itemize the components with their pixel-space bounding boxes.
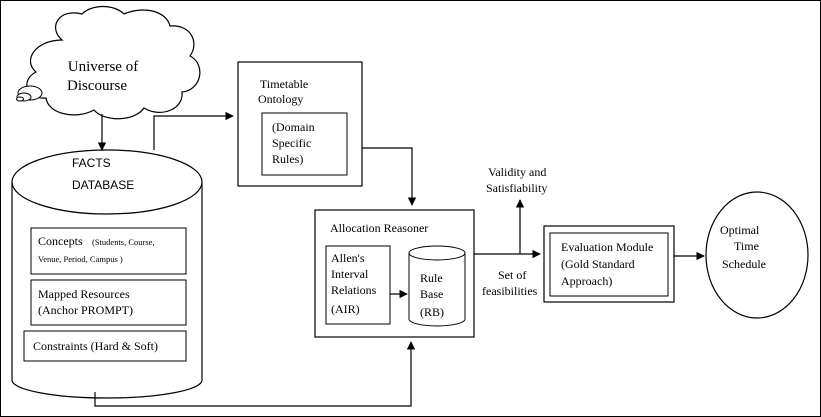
reasoner-title: Allocation Reasoner (330, 221, 428, 235)
optimal-line3: Schedule (722, 257, 766, 271)
timetable-ontology-box: Timetable Ontology (Domain Specific Rule… (237, 61, 363, 187)
rule-base-line2: Base (420, 287, 443, 301)
optimal-schedule-ellipse: Optimal Time Schedule (705, 191, 809, 319)
arrow-facts-to-reasoner-feedback (94, 341, 416, 407)
rule-base-line1: Rule (420, 271, 443, 285)
evaluation-module-box: Evaluation Module (Gold Standard Approac… (543, 225, 675, 303)
optimal-line2: Time (734, 239, 759, 253)
constraints-label: Constraints (Hard & Soft) (33, 339, 158, 353)
concepts-title: Concepts (38, 234, 83, 248)
optimal-line1: Optimal (720, 223, 760, 237)
evaluation-line2: (Gold Standard (561, 257, 635, 271)
mapped-resources-box (30, 279, 187, 326)
domain-rules-box (261, 112, 348, 176)
domain-rules-line1: (Domain (272, 120, 315, 134)
mapped-resources-line1: Mapped Resources (38, 287, 130, 301)
ontology-label-line1: Timetable (260, 77, 308, 91)
arrow-ontology-to-reasoner (362, 147, 417, 206)
allen-relations-box (325, 245, 391, 325)
allocation-reasoner-box: Allocation Reasoner Allen's Interval Rel… (314, 209, 475, 338)
domain-rules-line2: Specific (272, 136, 311, 150)
validity-label-line2: Satisfiability (486, 181, 547, 195)
rule-base-cylinder: Rule Base (RB) (408, 245, 466, 327)
facts-label-line1: FACTS (72, 156, 111, 170)
concepts-detail-2: Venue, Period, Campus ) (38, 254, 123, 264)
validity-label-line1: Validity and (488, 165, 546, 179)
evaluation-line1: Evaluation Module (561, 240, 653, 254)
universe-label-line1: Universe of (68, 59, 138, 75)
concepts-detail: (Students, Course, (92, 237, 155, 247)
universe-label-line2: Discourse (67, 78, 127, 94)
feasibilities-label-line2: feasibilities (482, 284, 538, 298)
constraints-box (23, 330, 187, 362)
allen-line2: Interval (331, 267, 369, 281)
allen-line4: (AIR) (331, 302, 360, 316)
universe-of-discourse-cloud: Universe of Discourse (16, 5, 201, 120)
allen-line3: Relations (331, 283, 377, 297)
rule-base-line3: (RB) (420, 305, 444, 319)
allen-line1: Allen's (331, 251, 365, 265)
ontology-label-line2: Ontology (258, 92, 303, 106)
evaluation-line3: Approach) (561, 274, 612, 288)
facts-database-cylinder: FACTS DATABASE Concepts (Students, Cours… (11, 149, 203, 399)
mapped-resources-line2: (Anchor PROMPT) (38, 303, 133, 317)
arrow-facts-to-ontology (153, 111, 234, 150)
facts-label-line2: DATABASE (72, 178, 134, 192)
feasibilities-label-line1: Set of (498, 268, 526, 282)
concepts-box (30, 227, 187, 275)
domain-rules-line3: Rules) (272, 152, 303, 166)
